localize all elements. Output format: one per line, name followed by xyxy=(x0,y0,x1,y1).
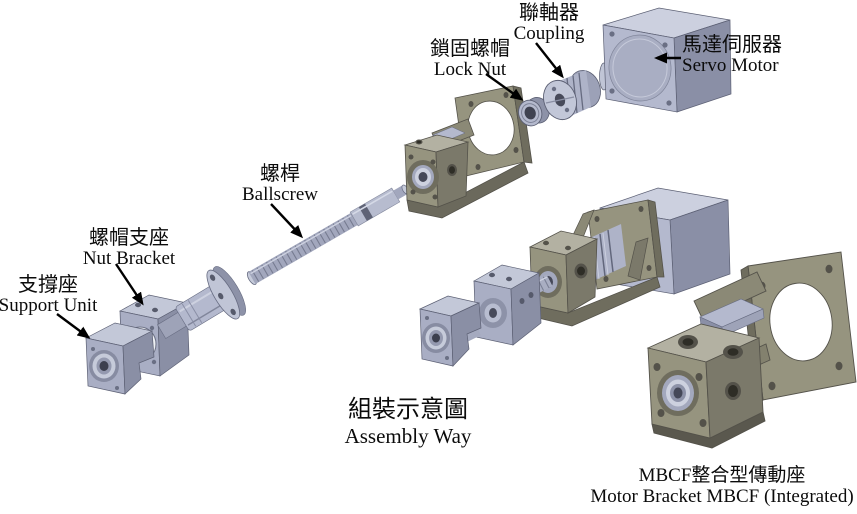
label-lock-nut: 鎖固螺帽 Lock Nut xyxy=(430,39,510,80)
label-lock-nut-zh: 鎖固螺帽 xyxy=(430,38,510,60)
mbcf-caption: MBCF整合型傳動座 Motor Bracket MBCF (Integrate… xyxy=(590,465,853,507)
coupling-arrow xyxy=(535,42,564,79)
support-unit-arrow xyxy=(56,313,91,339)
label-nut-bracket: 螺帽支座 Nut Bracket xyxy=(83,228,175,269)
label-lock-nut-en: Lock Nut xyxy=(433,59,507,80)
label-nut-bracket-en: Nut Bracket xyxy=(82,248,176,269)
assembled-nut-bracket xyxy=(473,264,542,346)
support-unit-3d xyxy=(84,322,155,395)
leader-arrows xyxy=(56,42,681,339)
label-support-unit: 支撐座 Support Unit xyxy=(0,275,97,316)
label-servo-motor-en: Servo Motor xyxy=(682,55,779,76)
label-support-unit-en: Support Unit xyxy=(0,295,98,316)
label-coupling: 聯軸器 Coupling xyxy=(514,3,585,44)
label-coupling-en: Coupling xyxy=(513,23,585,44)
assembled-support-unit xyxy=(418,295,482,367)
diagram-title: 組裝示意圖 Assembly Way xyxy=(345,397,472,448)
assembled-stage-3d xyxy=(418,187,731,367)
label-ballscrew-en: Ballscrew xyxy=(242,184,318,205)
diagram-title-zh: 組裝示意圖 xyxy=(348,397,468,423)
label-servo-motor-zh: 馬達伺服器 xyxy=(682,34,782,56)
diagram-title-en: Assembly Way xyxy=(344,424,472,448)
nut-bracket-arrow xyxy=(115,263,144,306)
ballscrew-arrow xyxy=(270,203,304,239)
servo-motor-3d xyxy=(599,7,732,113)
label-ballscrew-zh: 螺桿 xyxy=(259,163,300,185)
label-nut-bracket-zh: 螺帽支座 xyxy=(88,227,169,249)
lock-nut-arrow xyxy=(485,73,524,101)
coupling-3d xyxy=(543,70,601,121)
lock-nut-3d xyxy=(518,97,550,127)
label-support-unit-zh: 支撐座 xyxy=(17,274,78,296)
motor-bracket-3d xyxy=(403,85,533,219)
label-ballscrew: 螺桿 Ballscrew xyxy=(242,164,318,205)
ballscrew-3d xyxy=(246,184,410,285)
label-coupling-zh: 聯軸器 xyxy=(518,2,579,24)
mbcf-bracket-3d xyxy=(646,251,857,449)
label-servo-motor: 馬達伺服器 Servo Motor xyxy=(682,35,782,76)
mbcf-caption-en: Motor Bracket MBCF (Integrated) xyxy=(590,486,854,507)
ballscrew-nut-3d xyxy=(157,266,246,339)
bracket-right-arm xyxy=(627,237,649,281)
mbcf-caption-zh: MBCF整合型傳動座 xyxy=(638,465,806,486)
